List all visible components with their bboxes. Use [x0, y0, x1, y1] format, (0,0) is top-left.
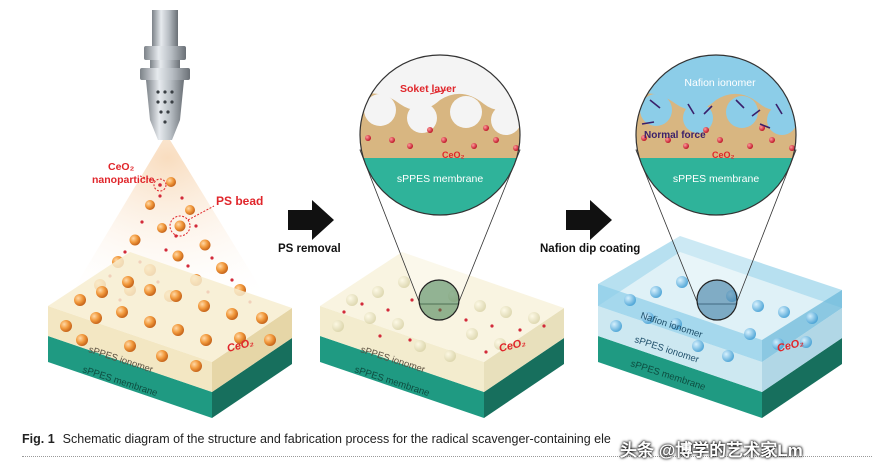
nafion-dip-coating-label: Nafion dip coating [540, 243, 640, 255]
figure-caption: Fig. 1 Schematic diagram of the structure… [22, 432, 882, 446]
ps-bead-label: PS bead [216, 194, 263, 208]
ceo2-nanoparticle-label: CeO₂ [108, 161, 135, 173]
zoom1-ceo2-label: CeO₂ [442, 150, 465, 160]
soket-layer-label: Soket layer [400, 83, 456, 95]
arrow-ps-removal [288, 200, 334, 240]
zoom2-ceo2-label: CeO₂ [712, 150, 735, 160]
caption-divider [22, 456, 872, 457]
zoom2-nafion-ionomer-label: Nafion ionomer [684, 77, 756, 89]
ceo2-callout-circle [153, 178, 167, 192]
ps-removal-label: PS removal [278, 243, 341, 255]
zoom1-sppes-membrane-label: sPPES membrane [397, 173, 484, 185]
figure-label: Fig. 1 [22, 432, 55, 446]
zoom2-sppes-membrane-label: sPPES membrane [673, 173, 760, 185]
zoom-focus-1 [418, 279, 460, 321]
membrane-block-1 [48, 252, 292, 418]
normal-force-label: Normal force [644, 130, 706, 141]
figure-caption-text: Schematic diagram of the structure and f… [62, 432, 611, 446]
block1-beads [60, 276, 276, 372]
watermark: 头条 @博学的艺术家Lm [620, 441, 803, 460]
ps-bead-callout-circle [169, 215, 191, 237]
arrow-nafion-dip [566, 200, 612, 240]
spray-nozzle [140, 10, 190, 140]
ceo2-nanoparticle-label-2: nanoparticle [92, 174, 155, 186]
zoom-view-1 [359, 54, 521, 216]
zoom-focus-2 [696, 279, 738, 321]
zoom-view-2 [635, 54, 797, 216]
